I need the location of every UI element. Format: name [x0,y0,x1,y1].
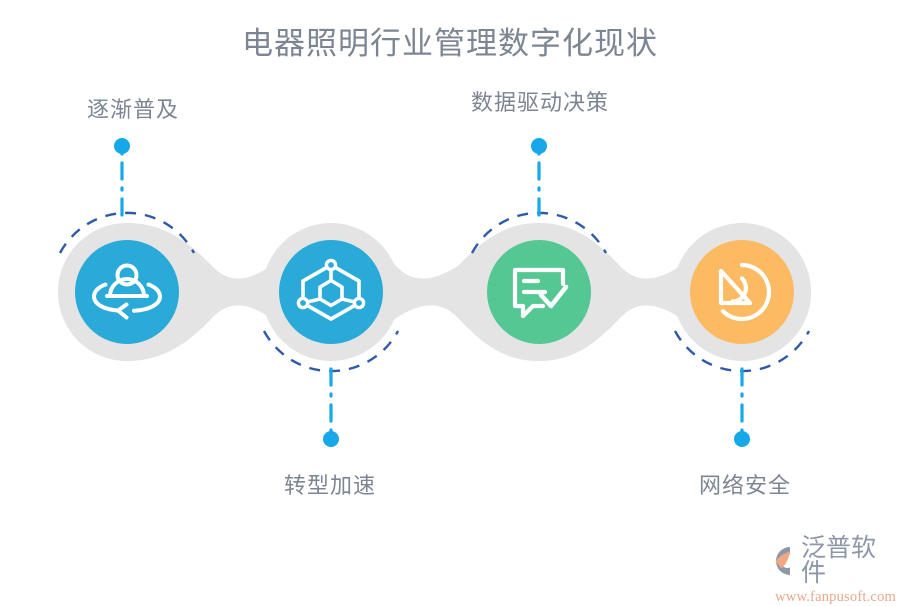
watermark-url: www.fanpusoft.com [775,589,896,605]
page-title: 电器照明行业管理数字化现状 [242,26,658,61]
node-label-4: 网络安全 [698,473,791,498]
node-circle-group-3[interactable] [470,223,608,361]
watermark-brand: 泛普软件 [801,535,877,587]
leader-dot-node-1 [114,138,130,154]
node-circle-group-2[interactable] [262,223,400,361]
watermark-logo: 泛普软件 www.fanpusoft.com [757,535,897,605]
leader-dots [114,138,750,447]
node-label-2: 转型加速 [283,473,376,498]
leader-dot-node-4 [734,431,750,447]
node-circle-group-1[interactable] [58,223,196,361]
node-disc-1 [75,240,179,344]
leader-lines [120,150,744,434]
leader-dot-node-2 [323,431,339,447]
node-label-3: 数据驱动决策 [470,90,609,115]
dashed-arc-node-1 [58,211,196,254]
node-disc-2 [279,240,383,344]
connector-band [58,223,811,361]
node-label-1: 逐渐普及 [86,97,179,122]
fanpu-logo-icon [775,547,790,575]
leader-dot-node-3 [531,138,547,154]
node-circle-group-4[interactable] [673,223,811,361]
